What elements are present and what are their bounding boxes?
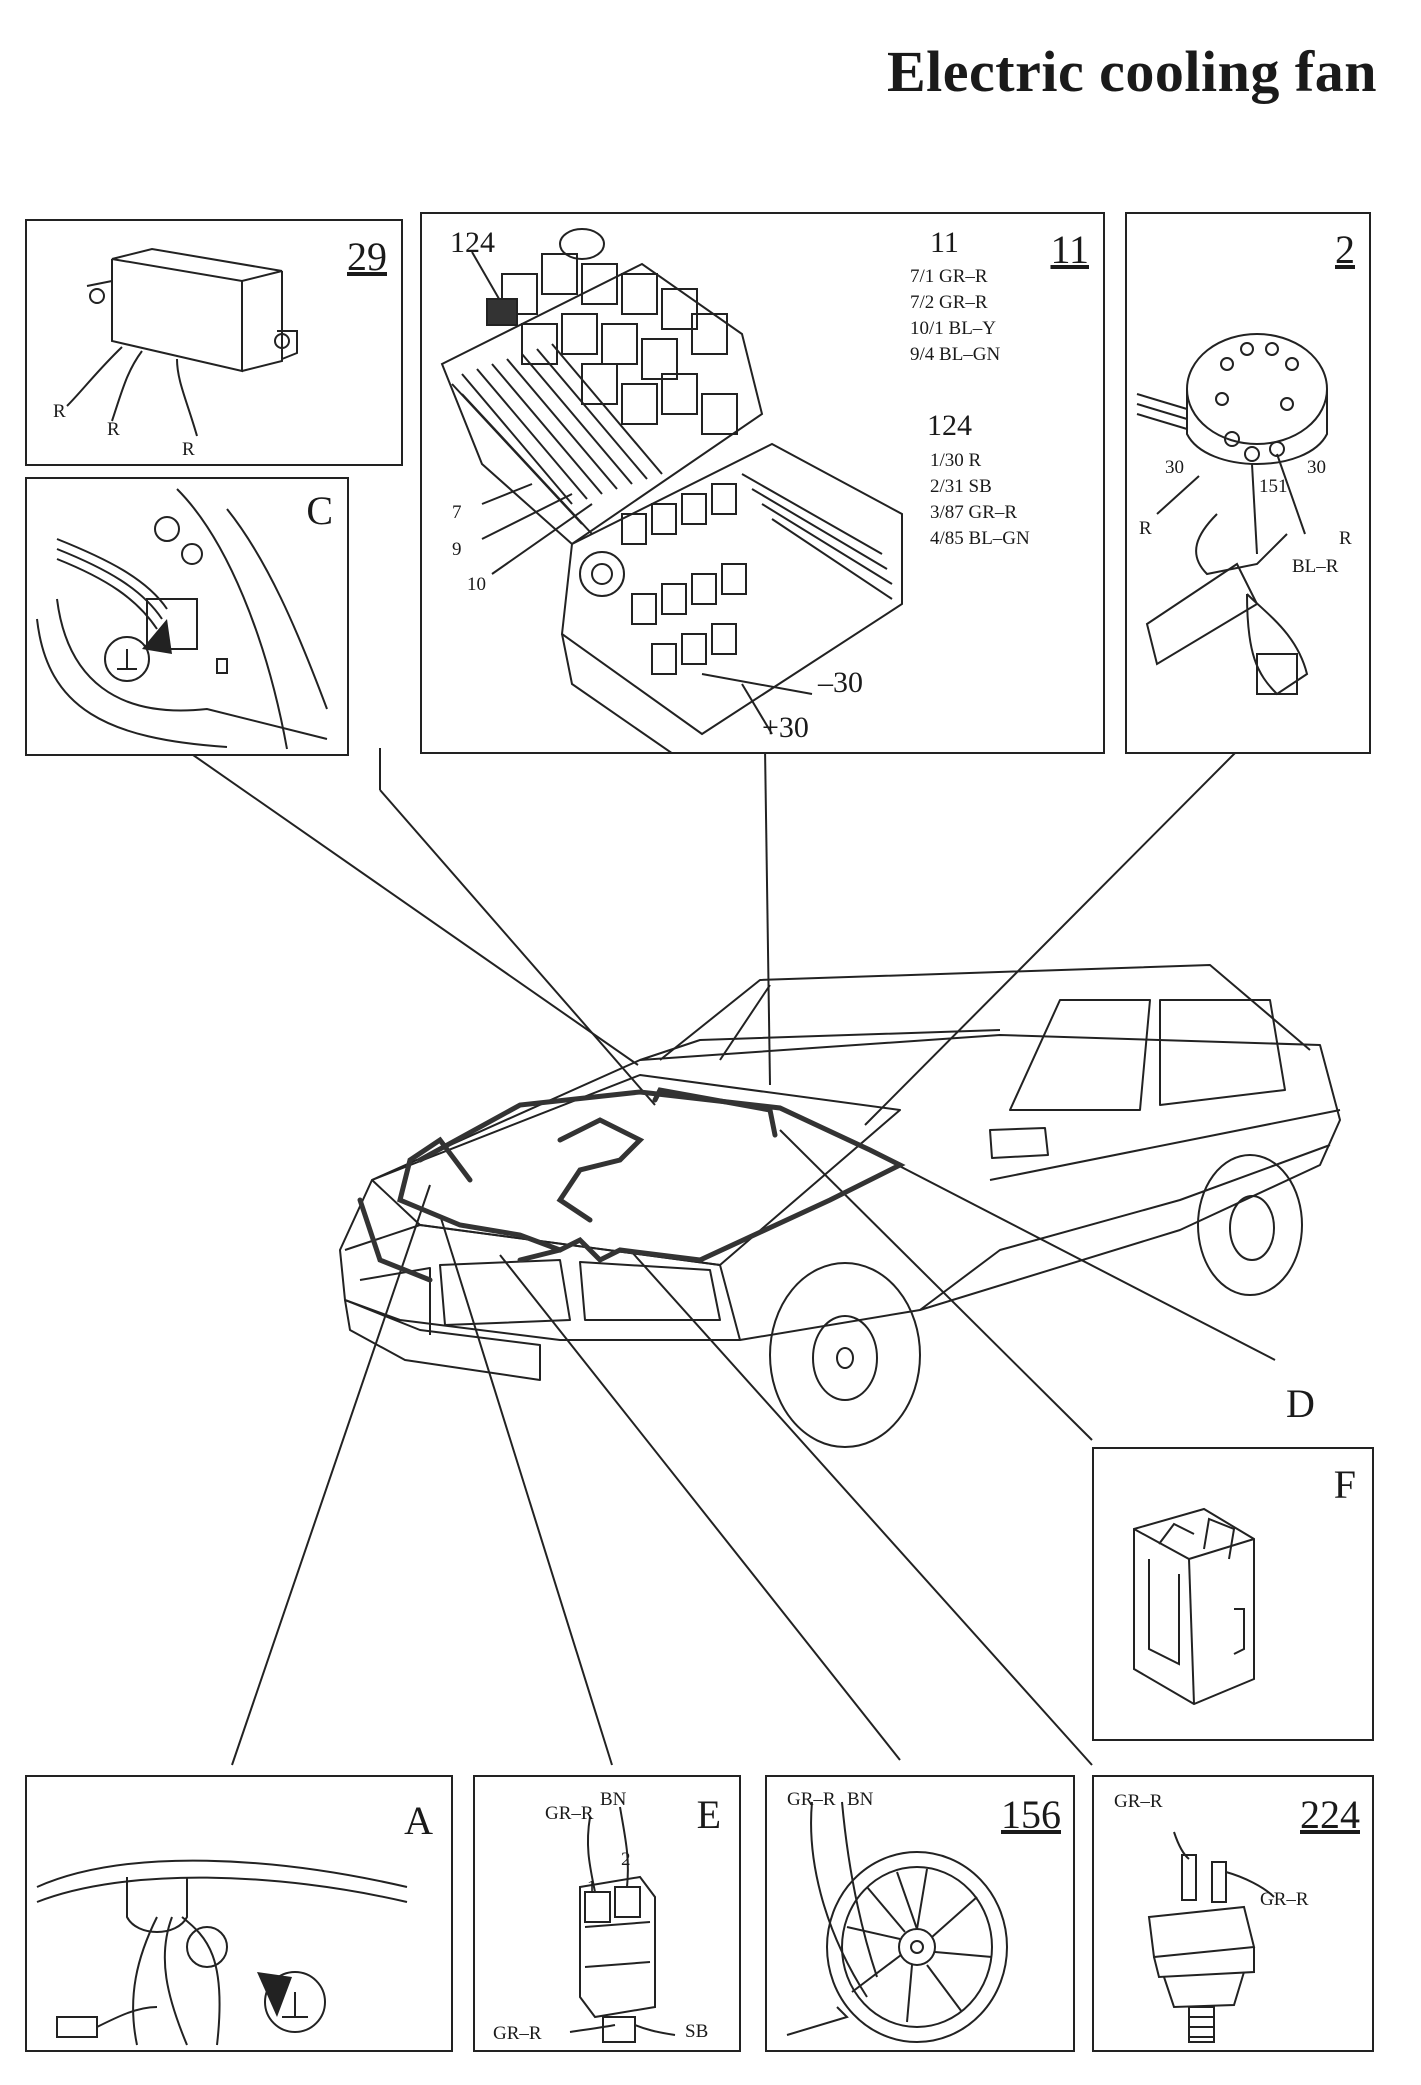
panel-c: C <box>25 477 349 756</box>
connector-f-drawing <box>1094 1449 1372 1739</box>
panel-224-wire-grr1: GR–R <box>1114 1791 1163 1812</box>
panel-e-wire-grr2: GR–R <box>493 2023 542 2044</box>
panel-2-term-30a: 30 <box>1165 457 1184 478</box>
panel-2-number: 2 <box>1335 227 1355 272</box>
car-rear-wheel <box>1198 1155 1302 1295</box>
leader-a <box>232 1185 430 1765</box>
leader-f <box>780 1130 1092 1440</box>
leader-29b <box>380 790 655 1105</box>
panel-2-term-30b: 30 <box>1307 457 1326 478</box>
panel-11: 11 124 <box>420 212 1105 754</box>
panel-29-wire-3: R <box>182 439 195 460</box>
panel-e-pin-2: 2 <box>621 1849 631 1870</box>
leader-2 <box>865 748 1240 1125</box>
ground-point-a-drawing <box>27 1777 451 2050</box>
list-11-item-4: 9/4 BL–GN <box>910 344 1001 365</box>
control-module-drawing <box>27 221 401 464</box>
car-front-wheel <box>770 1263 920 1447</box>
panel-11-number: 11 <box>1050 227 1089 272</box>
car-rear-window <box>1160 1000 1285 1105</box>
panel-a-letter: A <box>404 1798 433 1843</box>
panel-e-letter: E <box>696 1792 721 1837</box>
list-124-heading: 124 <box>927 409 972 442</box>
panel-29-wire-1: R <box>53 401 66 422</box>
fuse-pos-9: 9 <box>452 539 462 560</box>
connector-e-drawing <box>475 1777 739 2050</box>
panel-224-number: 224 <box>1300 1792 1360 1837</box>
panel-e-wire-bn: BN <box>600 1789 627 1810</box>
panel-c-letter: C <box>306 488 333 533</box>
panel-156-number: 156 <box>1001 1792 1061 1837</box>
pressure-switch-drawing <box>1094 1777 1372 2050</box>
car-mirror <box>990 1128 1048 1158</box>
panel-224: 224 GR–R GR–R <box>1092 1775 1374 2052</box>
fan-drawing <box>767 1777 1073 2050</box>
leader-c <box>183 748 638 1065</box>
panel-f: F <box>1092 1447 1374 1741</box>
panel-156: 156 GR–R BN <box>765 1775 1075 2052</box>
panel-224-wire-grr2: GR–R <box>1260 1889 1309 1910</box>
car-front-window <box>1010 1000 1150 1110</box>
panel-29: 29 R R R <box>25 219 403 466</box>
car-grille <box>440 1260 570 1325</box>
panel-156-wire-bn: BN <box>847 1789 874 1810</box>
car-body <box>340 1035 1340 1340</box>
list-124-item-3: 3/87 GR–R <box>930 502 1018 523</box>
label-d: D <box>1286 1381 1315 1426</box>
panel-e-wire-grr: GR–R <box>545 1803 594 1824</box>
panel-2-wire-r2: R <box>1339 528 1352 549</box>
fuse-box-drawing <box>422 214 1103 752</box>
list-11-item-2: 7/2 GR–R <box>910 292 988 313</box>
list-11-item-3: 10/1 BL–Y <box>910 318 997 339</box>
panel-e: E BN GR–R 2 1 SB GR–R <box>473 1775 741 2052</box>
leader-d <box>878 1155 1275 1360</box>
panel-156-wire-grr: GR–R <box>787 1789 836 1810</box>
panel-2-wire-r1: R <box>1139 518 1152 539</box>
panel-f-letter: F <box>1333 1462 1356 1507</box>
list-11-item-1: 7/1 GR–R <box>910 266 988 287</box>
list-124-item-2: 2/31 SB <box>930 476 992 497</box>
leader-11 <box>765 748 770 1085</box>
panel-a: A <box>25 1775 453 2052</box>
fuse-pos-7: 7 <box>452 502 462 523</box>
car-hood <box>372 1075 900 1265</box>
panel-2: 2 30 151 30 R R BL–R <box>1125 212 1371 754</box>
panel-2-term-151: 151 <box>1259 476 1288 497</box>
ground-point-drawing <box>27 479 347 754</box>
panel-2-wire-blr: BL–R <box>1292 556 1339 577</box>
terminal-plus-30: +30 <box>762 711 809 744</box>
page-title: Electric cooling fan <box>886 39 1377 104</box>
terminal-minus-30: –30 <box>818 666 863 699</box>
list-124-item-4: 4/85 BL–GN <box>930 528 1030 549</box>
car-bumper <box>345 1300 540 1380</box>
list-11-heading: 11 <box>930 226 959 259</box>
leader-e <box>440 1215 612 1765</box>
list-124-item-1: 1/30 R <box>930 450 982 471</box>
panel-29-number: 29 <box>347 234 387 279</box>
car-roof <box>660 965 1310 1060</box>
panel-e-pin-1: 1 <box>587 1877 597 1898</box>
ignition-switch-drawing <box>1127 214 1369 752</box>
fuse-pos-10: 10 <box>467 574 486 595</box>
leader-224 <box>630 1250 1092 1765</box>
panel-e-wire-sb: SB <box>685 2021 709 2042</box>
panel-29-wire-2: R <box>107 419 120 440</box>
wiring-harness <box>360 1090 900 1280</box>
